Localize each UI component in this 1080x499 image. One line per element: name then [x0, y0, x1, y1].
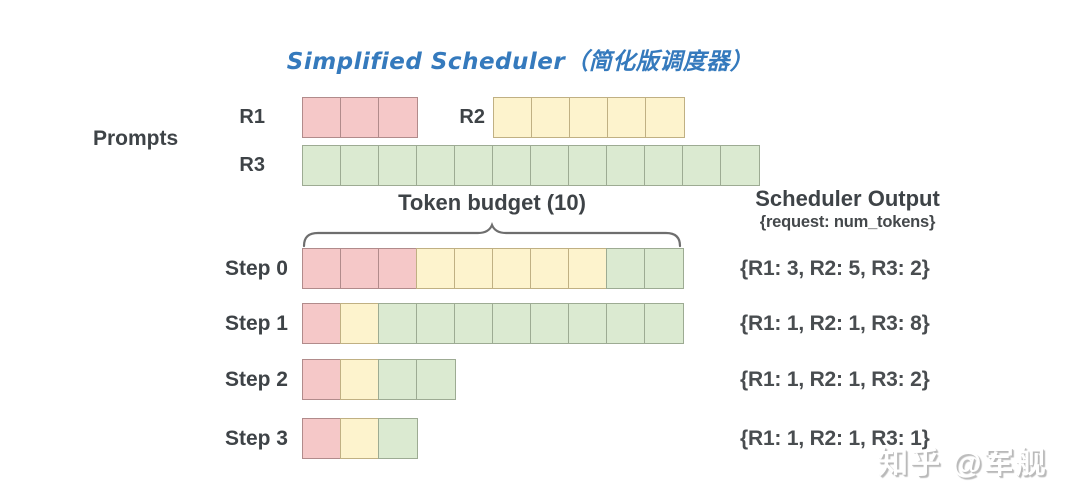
token-cell-green: [568, 145, 608, 186]
token-cell-green: [530, 303, 570, 344]
token-cell-pink: [302, 418, 342, 459]
token-cell-pink: [378, 97, 418, 138]
token-cell-yellow: [530, 248, 570, 289]
token-cell-green: [492, 303, 532, 344]
token-cell-pink: [302, 248, 342, 289]
step-3-label: Step 3: [224, 427, 288, 450]
token-cell-pink: [302, 303, 342, 344]
prompt-row-r1-cells: [302, 97, 418, 138]
token-cell-green: [644, 303, 684, 344]
token-cell-green: [530, 145, 570, 186]
token-cell-yellow: [568, 248, 608, 289]
token-cell-pink: [340, 97, 380, 138]
token-cell-yellow: [492, 248, 532, 289]
diagram-title: Simplified Scheduler（简化版调度器）: [286, 49, 754, 75]
step-1-output: {R1: 1, R2: 1, R3: 8}: [740, 312, 930, 335]
prompt-row-r2-cells: [493, 97, 685, 138]
token-cell-green: [644, 248, 684, 289]
token-cell-yellow: [454, 248, 494, 289]
token-cell-pink: [302, 359, 342, 400]
prompt-row-r1-label: R1: [239, 106, 265, 128]
token-cell-yellow: [645, 97, 685, 138]
scheduler-output-subtitle: {request: num_tokens}: [759, 213, 936, 231]
scheduler-output-title: Scheduler Output: [755, 186, 940, 211]
step-2-cells: [302, 359, 456, 400]
token-cell-green: [492, 145, 532, 186]
token-cell-green: [454, 145, 494, 186]
token-cell-pink: [378, 248, 418, 289]
token-cell-pink: [340, 248, 380, 289]
token-cell-green: [682, 145, 722, 186]
token-cell-yellow: [607, 97, 647, 138]
step-1-cells: [302, 303, 684, 344]
token-cell-yellow: [340, 359, 380, 400]
token-cell-green: [416, 303, 456, 344]
step-0-cells: [302, 248, 684, 289]
token-cell-green: [378, 418, 418, 459]
step-3-cells: [302, 418, 418, 459]
token-cell-green: [454, 303, 494, 344]
step-3-output: {R1: 1, R2: 1, R3: 1}: [740, 427, 930, 450]
prompt-row-r3-label: R3: [239, 154, 265, 176]
token-cell-yellow: [569, 97, 609, 138]
token-cell-green: [416, 145, 456, 186]
token-budget-label: Token budget (10): [398, 190, 586, 215]
token-cell-green: [340, 145, 380, 186]
token-cell-green: [378, 303, 418, 344]
token-cell-green: [606, 303, 646, 344]
token-cell-yellow: [340, 303, 380, 344]
token-cell-green: [568, 303, 608, 344]
token-cell-yellow: [416, 248, 456, 289]
step-0-output: {R1: 3, R2: 5, R3: 2}: [740, 257, 930, 280]
step-0-label: Step 0: [224, 257, 288, 280]
zhihu-watermark: 知乎 @军舰: [878, 447, 1048, 480]
token-cell-yellow: [340, 418, 380, 459]
step-2-output: {R1: 1, R2: 1, R3: 2}: [740, 368, 930, 391]
token-cell-pink: [302, 97, 342, 138]
token-cell-yellow: [531, 97, 571, 138]
token-cell-green: [378, 145, 418, 186]
token-cell-green: [606, 145, 646, 186]
token-cell-green: [644, 145, 684, 186]
prompts-label: Prompts: [93, 127, 179, 150]
token-budget-brace: [302, 222, 682, 248]
token-cell-green: [720, 145, 760, 186]
token-cell-green: [416, 359, 456, 400]
prompt-row-r2-label: R2: [459, 106, 485, 128]
token-cell-green: [302, 145, 342, 186]
token-cell-green: [378, 359, 418, 400]
prompt-row-r3-cells: [302, 145, 760, 186]
step-1-label: Step 1: [224, 312, 288, 335]
token-cell-yellow: [493, 97, 533, 138]
token-cell-green: [606, 248, 646, 289]
step-2-label: Step 2: [224, 368, 288, 391]
